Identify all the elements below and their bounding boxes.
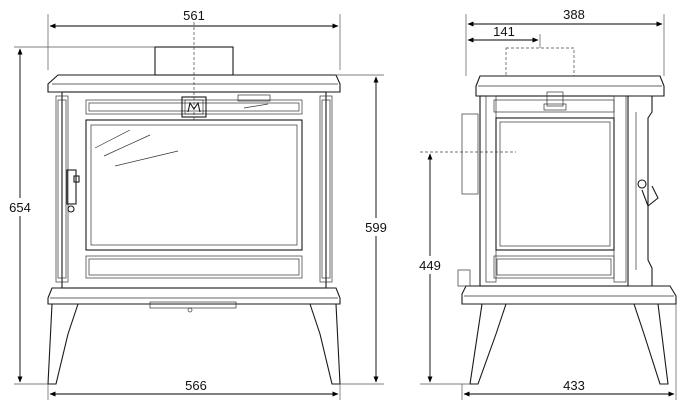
door-handle-icon — [66, 169, 80, 213]
side-base — [461, 285, 677, 305]
dim-label-total-height: 654 — [9, 200, 31, 215]
front-body — [61, 91, 327, 289]
front-view — [47, 22, 341, 385]
side-back-leg — [469, 303, 507, 385]
rear-flue-spigot — [461, 113, 479, 195]
dim-base-depth: 433 — [461, 304, 677, 400]
front-left-leg — [47, 303, 79, 385]
dim-total-height: 654 — [2, 46, 155, 385]
dim-base-width: 566 — [47, 378, 341, 400]
dim-flue-offset: 141 — [467, 24, 541, 48]
dim-label-flue-offset: 141 — [493, 24, 515, 39]
logo-emblem-icon — [181, 96, 207, 118]
dim-label-total-depth: 388 — [563, 7, 585, 22]
front-flue-collar — [154, 46, 234, 76]
dim-label-top-width: 561 — [183, 8, 205, 23]
side-door-handle-icon — [637, 179, 659, 207]
dim-label-base-width: 566 — [185, 378, 207, 393]
front-base — [47, 287, 341, 305]
dim-total-depth: 388 — [465, 7, 665, 76]
dim-label-base-depth: 433 — [563, 378, 585, 393]
front-right-leg — [309, 303, 341, 385]
side-flue-dashed — [505, 47, 575, 77]
front-glass — [90, 124, 298, 246]
front-door — [85, 119, 303, 251]
dim-label-body-height: 599 — [365, 220, 387, 235]
air-slider — [237, 94, 271, 102]
side-top-plate — [475, 75, 665, 97]
dim-flue-height: 449 — [412, 153, 470, 385]
dim-body-height: 599 — [336, 74, 394, 385]
side-body — [479, 95, 629, 287]
side-front-leg — [633, 303, 669, 385]
dim-top-width: 561 — [47, 8, 341, 70]
side-panel — [495, 117, 615, 251]
side-view — [420, 47, 677, 385]
dim-label-flue-height: 449 — [419, 258, 441, 273]
side-door-profile — [628, 95, 653, 287]
